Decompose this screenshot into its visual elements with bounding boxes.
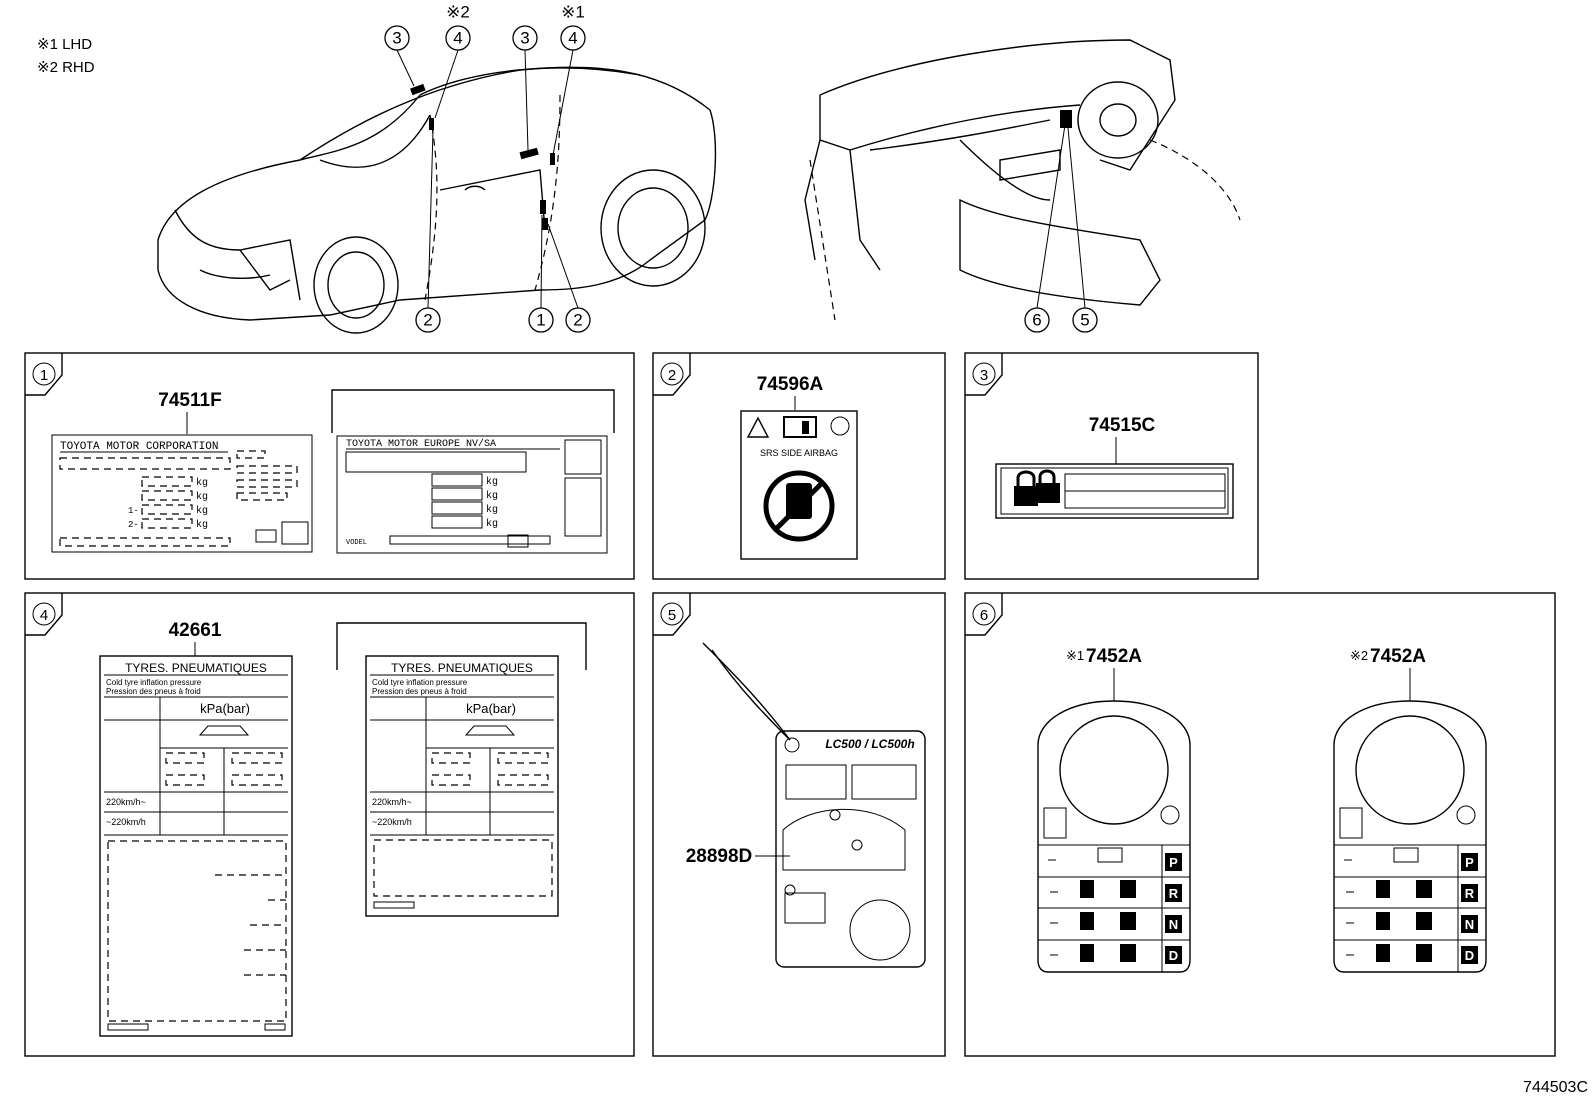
- gear-d: D: [1465, 948, 1474, 963]
- car-callouts-bottom: 2 1 2: [415, 129, 591, 333]
- panel-6: 6 ※1 7452A P R N D: [964, 592, 1556, 1057]
- label-header: TOYOTA MOTOR CORPORATION: [60, 441, 218, 453]
- tyre-unit: kPa(bar): [466, 701, 516, 716]
- airbag-warning-label: SRS SIDE AIRBAG: [740, 410, 858, 560]
- panel-number: 2: [668, 367, 676, 384]
- part-number-rhd: 7452A: [1370, 646, 1426, 667]
- tyre-line2: Pression des pneus à froid: [106, 687, 201, 696]
- unit: kg: [486, 504, 498, 516]
- unit: kg: [196, 491, 208, 503]
- callout-num: 4: [568, 29, 577, 48]
- unit: kg: [196, 505, 208, 517]
- unit: kg: [196, 519, 208, 531]
- callout-num: 5: [1080, 311, 1089, 330]
- callout-mark: ※2: [446, 3, 470, 22]
- part-number: 28898D: [686, 846, 753, 867]
- tyre-pressure-label-alt: TYRES. PNEUMATIQUES Cold tyre inflation …: [365, 655, 559, 917]
- speed-high: 220km/h~: [372, 797, 412, 807]
- row-mark: 1-: [128, 506, 139, 516]
- gear-r: R: [1169, 886, 1179, 901]
- panel-3: 3 74515C: [964, 352, 1259, 580]
- label-74511F-europe: TOYOTA MOTOR EUROPE NV/SA kg kg kg kg VO…: [336, 435, 608, 554]
- lock-icon: [1016, 470, 1036, 486]
- part-number: 42661: [169, 620, 222, 641]
- tyre-line2: Pression des pneus à froid: [372, 687, 467, 696]
- dash-callouts: 6 5: [1024, 124, 1098, 333]
- callout-num: 3: [520, 29, 529, 48]
- callout-mark: ※1: [561, 3, 585, 22]
- shift-lock-label-lhd: P R N D: [1037, 700, 1191, 973]
- shift-lock-label-rhd: P R N D: [1333, 700, 1487, 973]
- unit: kg: [486, 490, 498, 502]
- part-number: 74511F: [158, 390, 221, 411]
- label-footer: VODEL: [346, 539, 367, 547]
- panel-number: 1: [40, 367, 48, 384]
- tyre-title: TYRES. PNEUMATIQUES: [391, 661, 533, 675]
- hang-tag: LC500 / LC500h: [702, 642, 926, 968]
- label-74511F-domestic: TOYOTA MOTOR CORPORATION kg kg kg kg 1- …: [51, 434, 313, 553]
- gear-p: P: [1169, 855, 1178, 870]
- car-illustration: [157, 66, 717, 334]
- panel-1: 1 74511F TOYOTA MOTOR CORPORATION kg kg …: [24, 352, 635, 580]
- callout-num: 6: [1032, 311, 1041, 330]
- unit: kg: [486, 518, 498, 530]
- panel-5: 5 LC500 / LC500h 28898D: [652, 592, 946, 1057]
- gear-p: P: [1465, 855, 1474, 870]
- panel-4: 4 42661 TYRES. PNEUMATIQUES Cold tyre in…: [24, 592, 635, 1057]
- tag-model: LC500 / LC500h: [825, 737, 914, 751]
- panel-2: 2 74596A SRS SIDE AIRBAG: [652, 352, 946, 580]
- speed-high: 220km/h~: [106, 797, 146, 807]
- callout-num: 2: [573, 311, 582, 330]
- child-lock-label: [995, 463, 1234, 519]
- part-mark-rhd: ※2: [1350, 648, 1368, 663]
- unit: kg: [486, 476, 498, 488]
- panel-number: 5: [668, 607, 676, 624]
- part-mark-lhd: ※1: [1066, 648, 1084, 663]
- tyre-line1: Cold tyre inflation pressure: [106, 678, 202, 687]
- car-callouts-top: 3 ※2 4 3 ※1 4: [384, 3, 586, 156]
- manual-book-icon: [783, 416, 817, 438]
- airbag-text: SRS SIDE AIRBAG: [760, 448, 838, 458]
- unit: kg: [196, 477, 208, 489]
- note-rhd: ※2 RHD: [37, 59, 95, 76]
- gear-indicators: P R N D: [1165, 853, 1182, 964]
- gear-d: D: [1169, 948, 1178, 963]
- row-mark: 2-: [128, 520, 139, 530]
- drawing-number: 744503C: [1523, 1079, 1588, 1096]
- note-lhd: ※1 LHD: [37, 36, 92, 53]
- tyre-line1: Cold tyre inflation pressure: [372, 678, 468, 687]
- dashboard-illustration: [804, 39, 1241, 321]
- tyre-title: TYRES. PNEUMATIQUES: [125, 661, 267, 675]
- gear-n: N: [1465, 917, 1474, 932]
- panel-number: 3: [980, 367, 988, 384]
- part-number-lhd: 7452A: [1086, 646, 1142, 667]
- part-number: 74596A: [757, 374, 824, 395]
- speed-low: ~220km/h: [372, 817, 412, 827]
- callout-num: 3: [392, 29, 401, 48]
- warning-triangle-icon: [746, 416, 770, 438]
- tyre-unit: kPa(bar): [200, 701, 250, 716]
- no-child-seat-icon: [763, 470, 835, 542]
- gear-r: R: [1465, 886, 1475, 901]
- label-header: TOYOTA MOTOR EUROPE NV/SA: [346, 438, 496, 450]
- panel-number: 4: [40, 607, 48, 624]
- callout-num: 4: [453, 29, 462, 48]
- part-number: 74515C: [1089, 415, 1156, 436]
- gear-indicators: P R N D: [1461, 853, 1478, 964]
- callout-num: 1: [536, 311, 545, 330]
- callout-num: 2: [423, 311, 432, 330]
- speed-low: ~220km/h: [106, 817, 146, 827]
- panel-number: 6: [980, 607, 988, 624]
- tyre-pressure-label-main: TYRES. PNEUMATIQUES Cold tyre inflation …: [99, 655, 293, 1037]
- gear-n: N: [1169, 917, 1178, 932]
